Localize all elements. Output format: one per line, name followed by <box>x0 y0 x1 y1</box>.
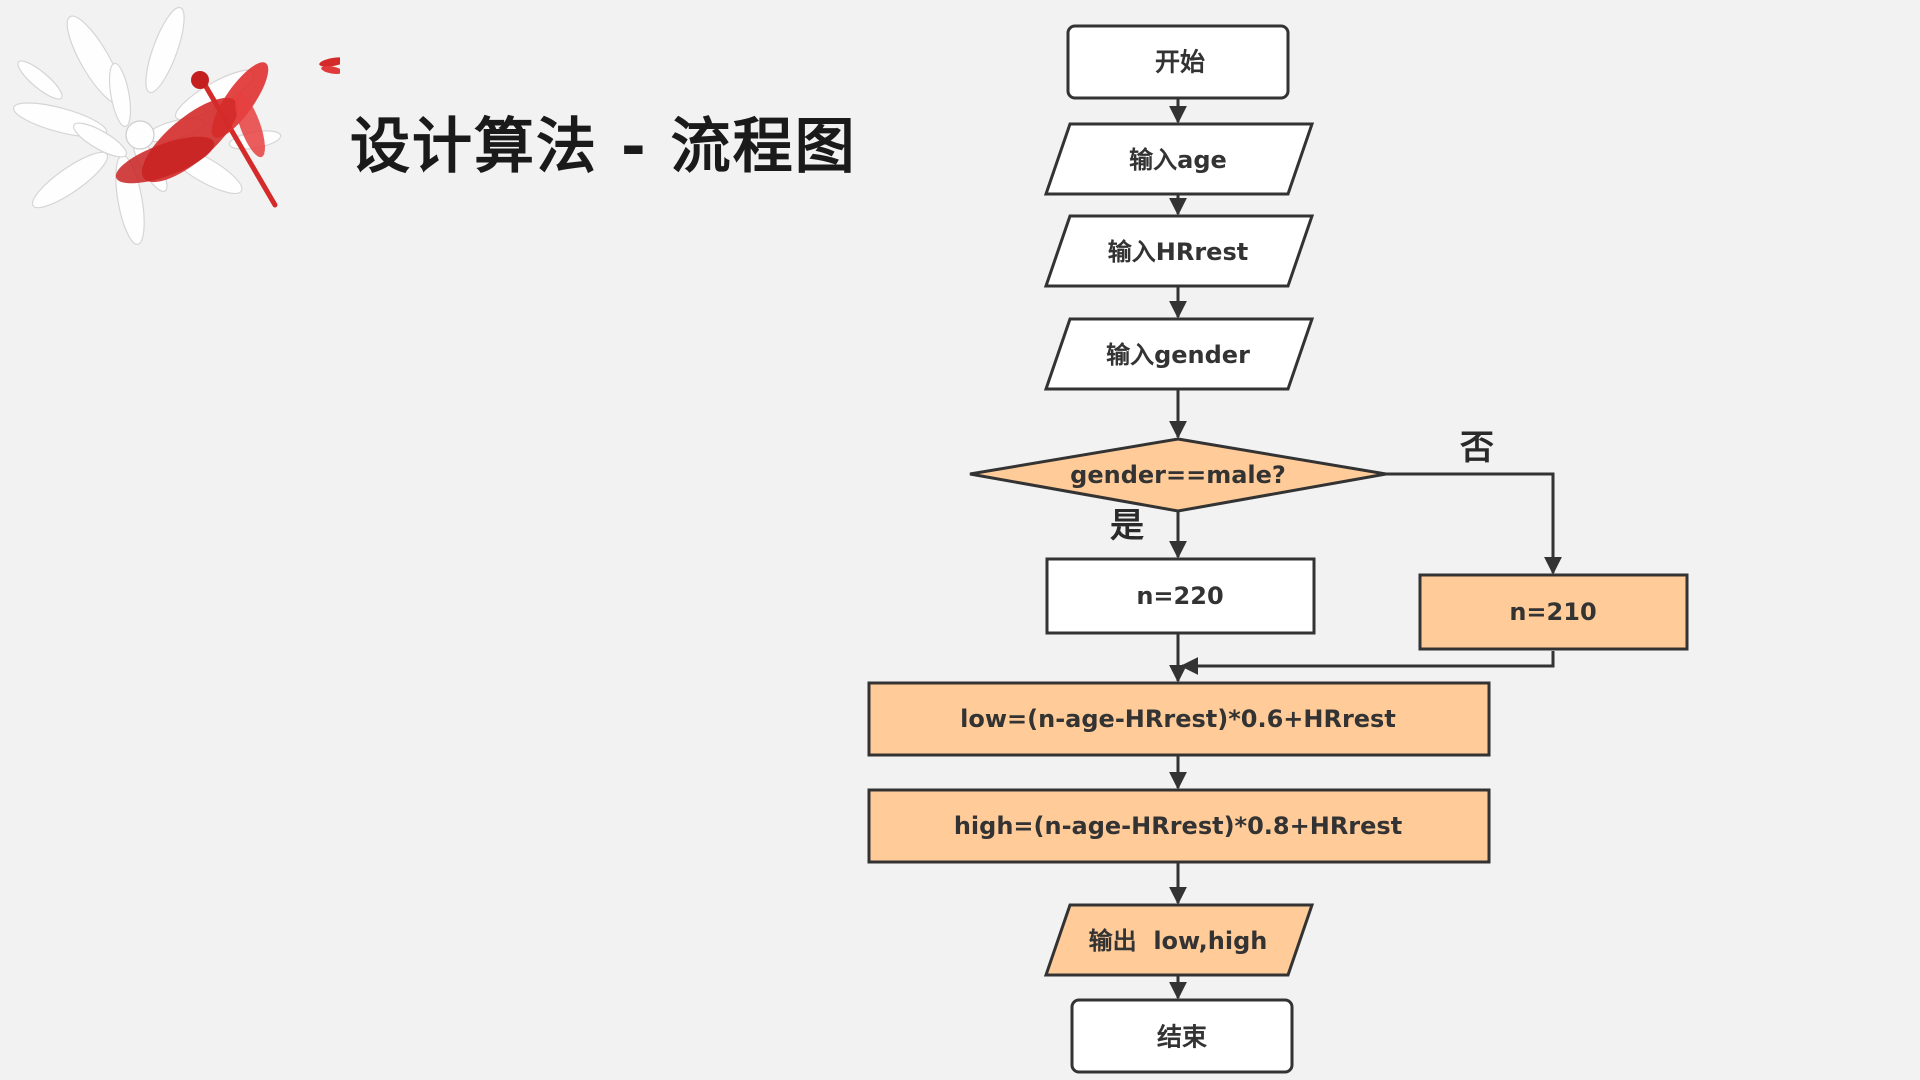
output-node <box>1043 903 1315 977</box>
n-220-label: n=220 <box>1136 582 1223 610</box>
end-label: 结束 <box>1157 1023 1208 1052</box>
input-hrrest-label: 输入HRrest <box>1108 238 1248 266</box>
input-age-node <box>1043 122 1315 196</box>
input-hrrest-node <box>1043 214 1315 288</box>
calc-high-node <box>867 788 1491 864</box>
small-dragonfly-icon <box>319 57 340 74</box>
branch-yes-label: 是 <box>1110 506 1144 546</box>
end-node <box>1070 998 1294 1074</box>
dragonfly-icon <box>115 62 278 208</box>
dragonfly-flower-decoration <box>12 6 340 245</box>
start-node <box>1066 24 1290 100</box>
output-label: 输出 low,high <box>1089 927 1268 955</box>
input-gender-label: 输入gender <box>1106 341 1250 369</box>
connector-decision-no <box>1386 472 1562 575</box>
start-label: 开始 <box>1155 48 1205 77</box>
n-220-node <box>1045 557 1316 635</box>
connector-210-merge <box>1180 651 1555 675</box>
calc-low-label: low=(n-age-HRrest)*0.6+HRrest <box>960 705 1396 733</box>
n-210-node <box>1418 573 1689 651</box>
slide-title: 设计算法 - 流程图 <box>350 112 857 182</box>
decision-label: gender==male? <box>1070 461 1286 489</box>
decision-node <box>969 437 1387 513</box>
input-age-label: 输入age <box>1129 146 1227 174</box>
n-210-label: n=210 <box>1509 598 1596 626</box>
input-gender-node <box>1043 317 1315 391</box>
calc-low-node <box>867 681 1491 757</box>
calc-high-label: high=(n-age-HRrest)*0.8+HRrest <box>954 812 1402 840</box>
branch-no-label: 否 <box>1460 428 1494 468</box>
